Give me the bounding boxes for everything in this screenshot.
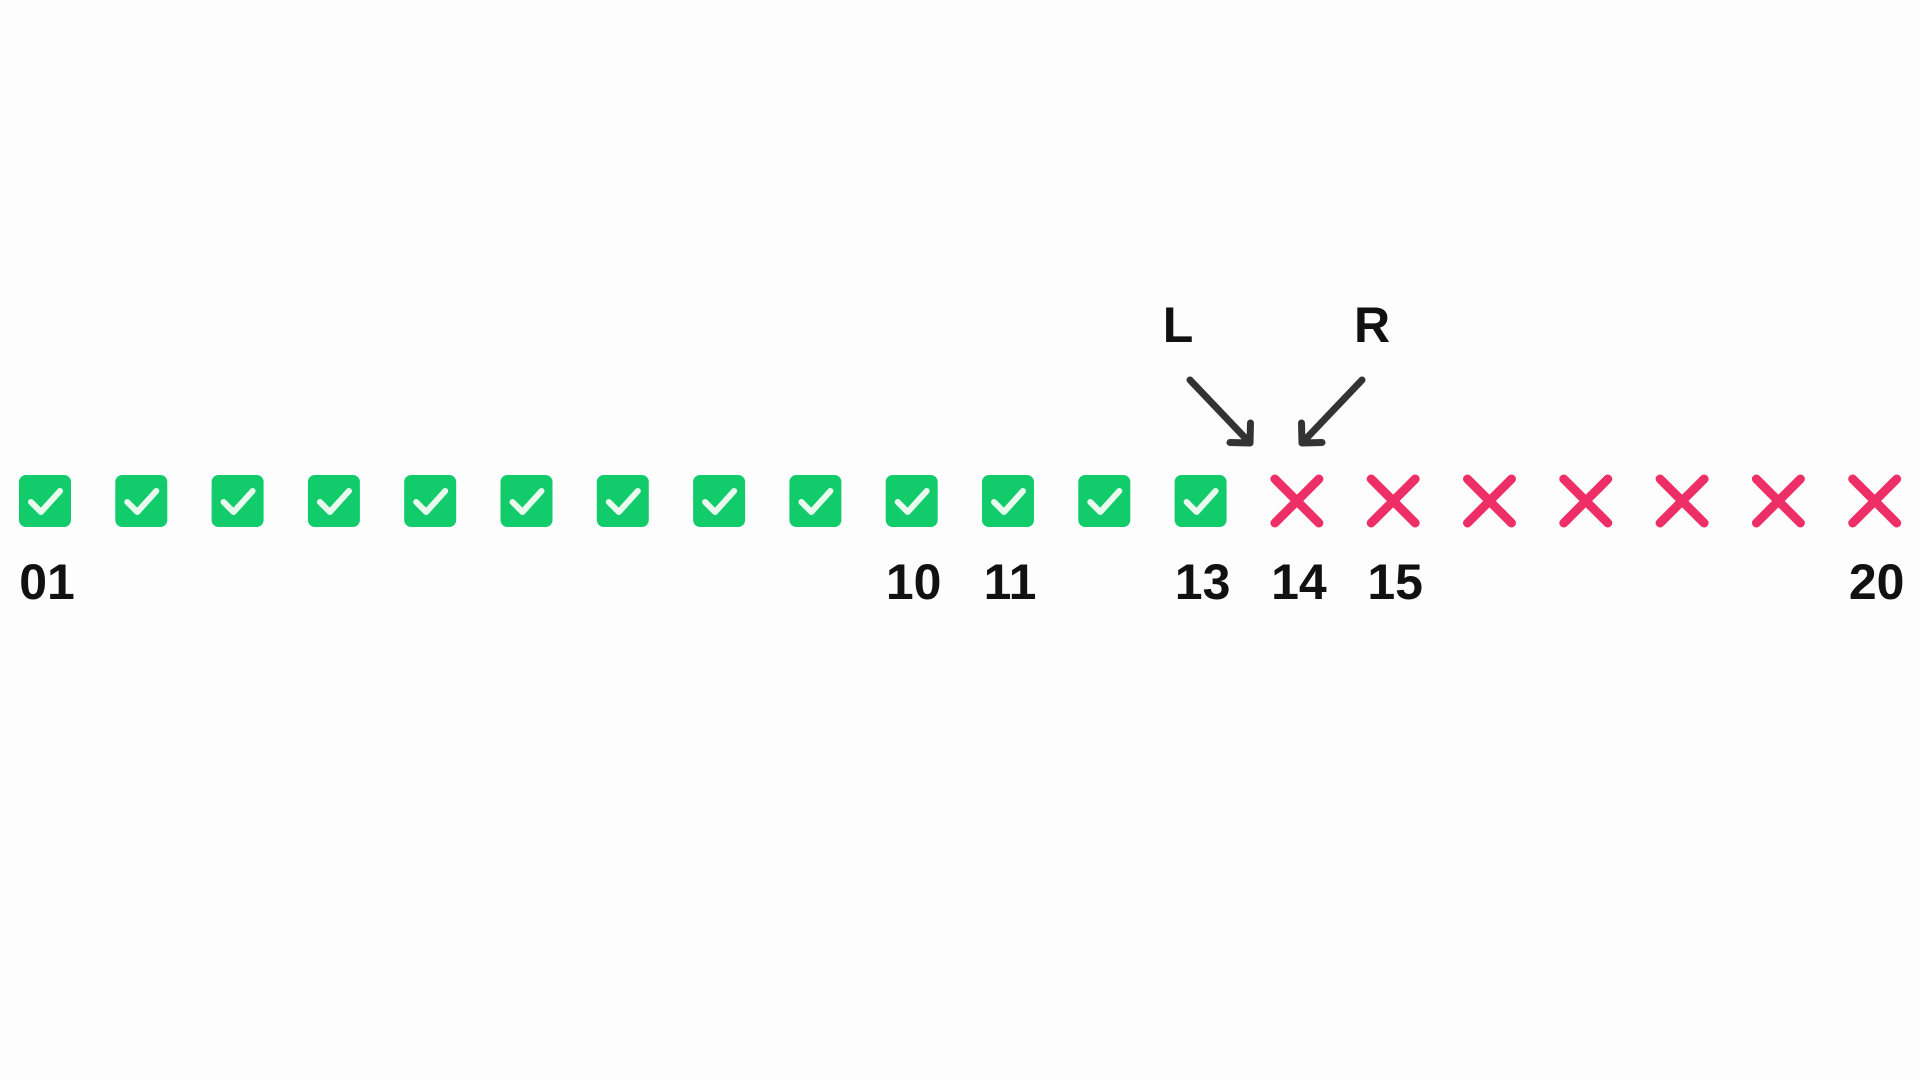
check-square-icon xyxy=(19,475,71,527)
cross-icon xyxy=(1848,474,1902,528)
arrow-icon xyxy=(1186,376,1254,447)
arrow-icon xyxy=(1298,376,1366,447)
cross-icon xyxy=(1559,474,1613,528)
items-row xyxy=(19,474,1902,528)
check-square-icon xyxy=(885,475,938,527)
cross-icon xyxy=(1463,474,1516,528)
item-number-label: 11 xyxy=(984,554,1037,610)
check-square-icon xyxy=(1174,475,1227,527)
cross-icon xyxy=(1366,474,1420,528)
check-square-icon xyxy=(307,475,360,527)
check-square-icon xyxy=(211,475,264,527)
check-square-icon xyxy=(693,475,746,527)
cross-icon xyxy=(1655,474,1709,528)
check-square-icon xyxy=(404,475,457,527)
item-number-label: 10 xyxy=(886,554,942,610)
pointers: L R xyxy=(1163,297,1390,447)
check-square-icon xyxy=(789,475,842,527)
check-square-icon xyxy=(500,475,553,527)
check-square-icon xyxy=(596,475,649,527)
item-number-label: 15 xyxy=(1367,554,1423,610)
item-number-label: 01 xyxy=(19,554,75,610)
cross-icon xyxy=(1751,474,1805,528)
check-square-icon xyxy=(115,475,168,527)
item-number-label: 14 xyxy=(1271,554,1327,610)
check-square-icon xyxy=(1078,475,1131,527)
pointer-label-r: R xyxy=(1354,297,1390,353)
item-number-labels: 01 10 11 13 14 15 20 xyxy=(19,554,1904,610)
pointer-label-l: L xyxy=(1163,297,1194,353)
item-number-label: 20 xyxy=(1849,554,1905,610)
cross-icon xyxy=(1270,474,1324,528)
check-square-icon xyxy=(982,475,1034,527)
item-number-label: 13 xyxy=(1175,554,1231,610)
